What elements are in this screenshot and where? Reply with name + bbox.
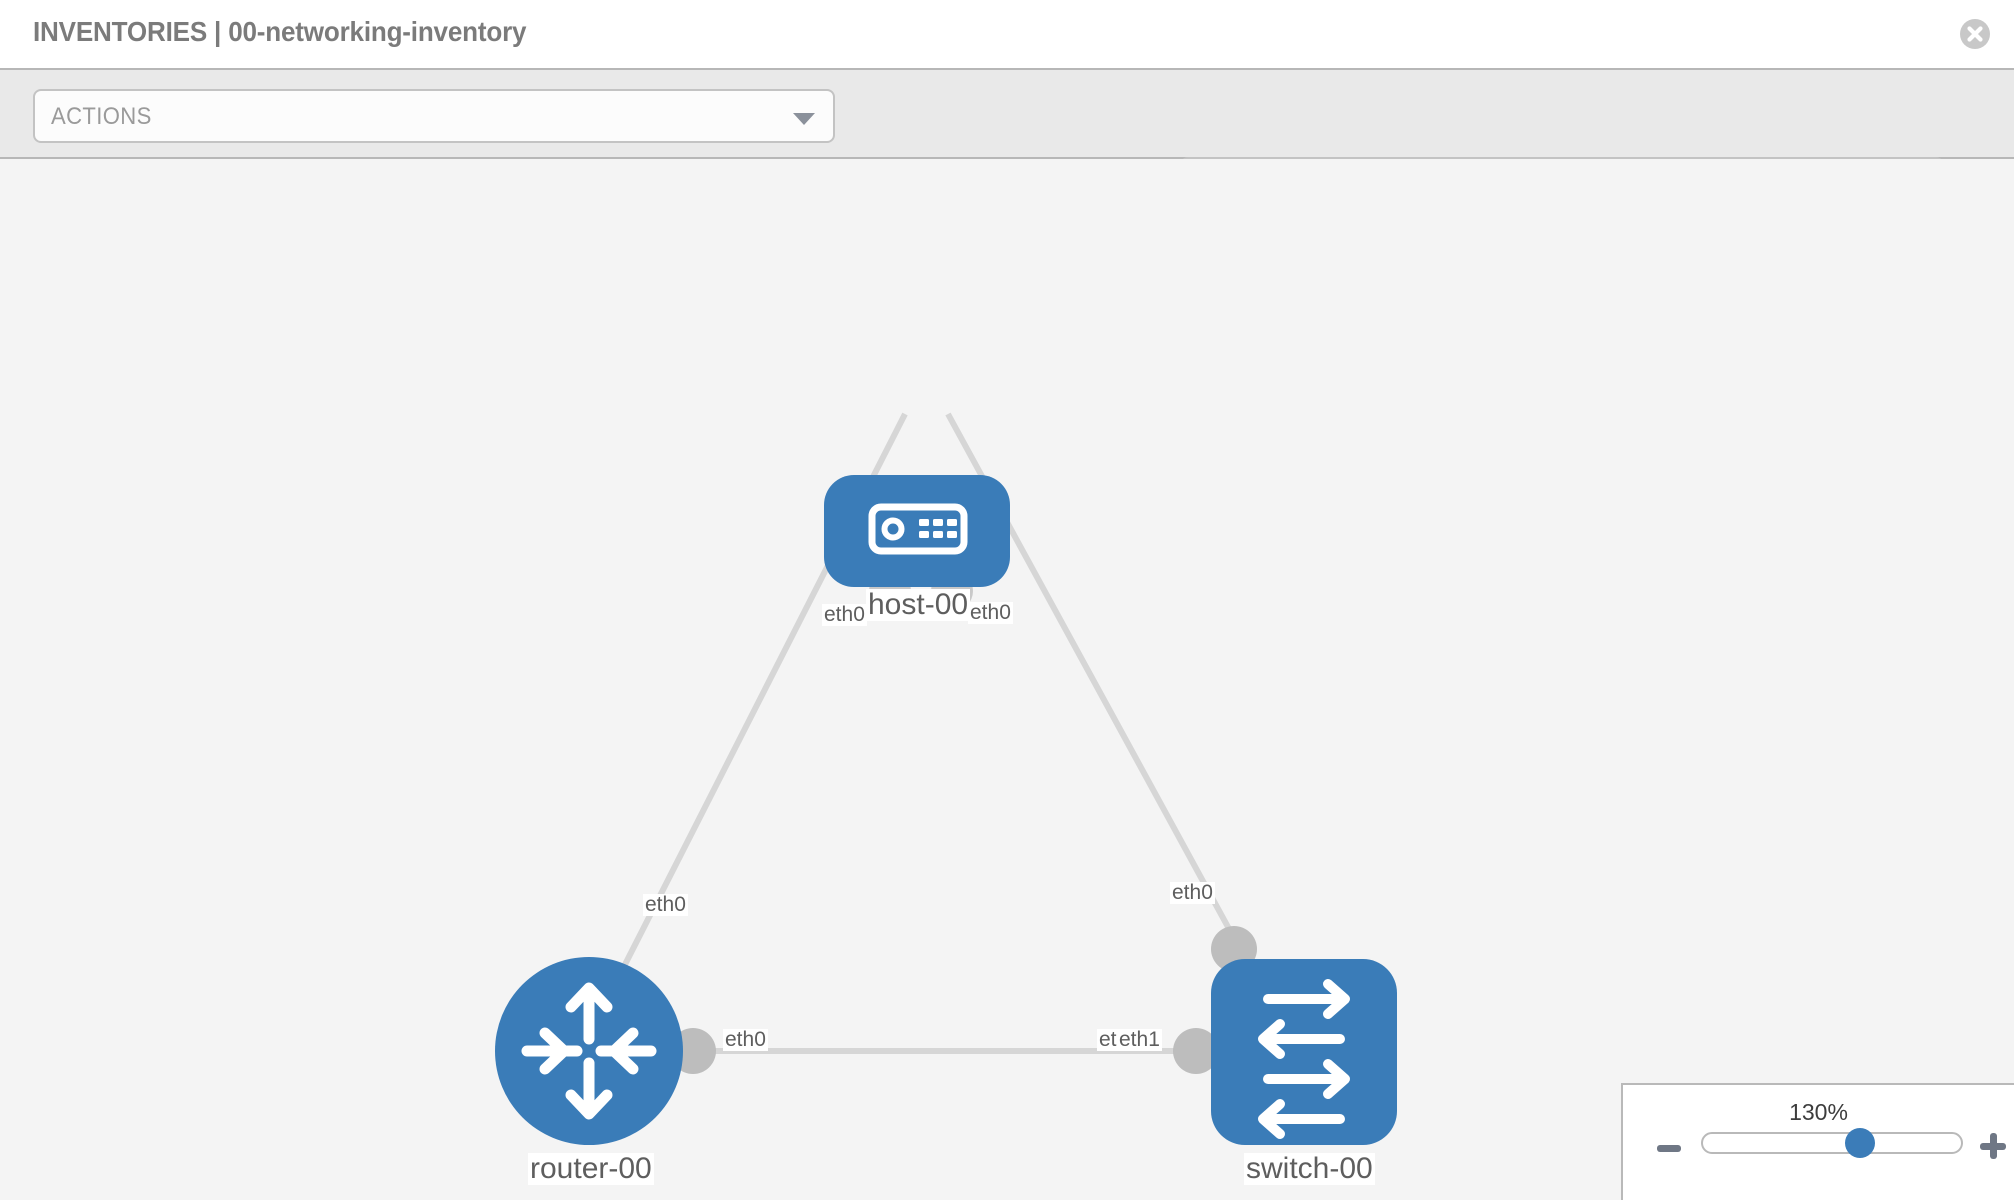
port-switch-left (1173, 1028, 1219, 1074)
zoom-out-button[interactable] (1657, 1145, 1681, 1152)
topology-canvas[interactable]: eth0 host-00 eth0 eth0 eth0 eth0 eth eth… (0, 159, 2014, 1200)
router-arrows-icon (521, 982, 657, 1120)
switch-arrows-icon (1258, 979, 1350, 1139)
actions-dropdown[interactable]: ACTIONS (33, 89, 835, 143)
node-label-switch-00: switch-00 (1244, 1152, 1375, 1185)
node-label-host-00: host-00 (866, 588, 971, 621)
toolbar: ACTIONS SEARC (0, 68, 2014, 211)
chevron-down-icon (793, 113, 815, 125)
node-switch-00 (1211, 959, 1397, 1145)
zoom-control-panel: 130% (1621, 1083, 2014, 1200)
page-title: INVENTORIES | 00-networking-inventory (33, 16, 527, 47)
zoom-slider-handle[interactable] (1844, 1128, 1875, 1158)
node-label-router-00: router-00 (528, 1152, 654, 1185)
node-router-00 (495, 957, 683, 1145)
link-label-switch-eth0-up: eth0 (1170, 881, 1215, 905)
topology-graph (495, 412, 1397, 1145)
zoom-in-button[interactable] (1980, 1133, 2006, 1159)
link-label-router-eth0-right: eth0 (723, 1028, 768, 1052)
link-label-switch-eth1: eth1 (1117, 1028, 1162, 1052)
zoom-slider-track[interactable] (1701, 1132, 1963, 1154)
zoom-level-value: 130% (1789, 1099, 1848, 1125)
node-host-00 (824, 475, 1010, 587)
link-label-router-eth0-up: eth0 (643, 893, 688, 917)
link-label-host-eth0-left: eth0 (822, 603, 867, 627)
close-icon[interactable] (1960, 19, 1990, 49)
actions-dropdown-label: ACTIONS (51, 103, 152, 130)
page-header: INVENTORIES | 00-networking-inventory (0, 0, 2014, 68)
server-icon (868, 503, 968, 555)
link-label-host-eth0-right: eth0 (968, 601, 1013, 625)
